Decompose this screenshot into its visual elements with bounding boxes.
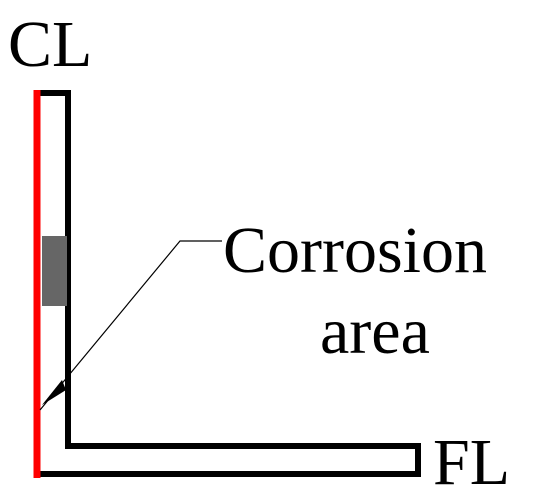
annotation-leader-line (39, 240, 222, 411)
centerline-label: CL (8, 8, 92, 81)
corrosion-area-block (42, 236, 67, 306)
flange-line-label: FL (433, 426, 510, 499)
annotation-label-line1: Corrosion (223, 214, 487, 287)
annotation-label-line2: area (320, 295, 430, 368)
